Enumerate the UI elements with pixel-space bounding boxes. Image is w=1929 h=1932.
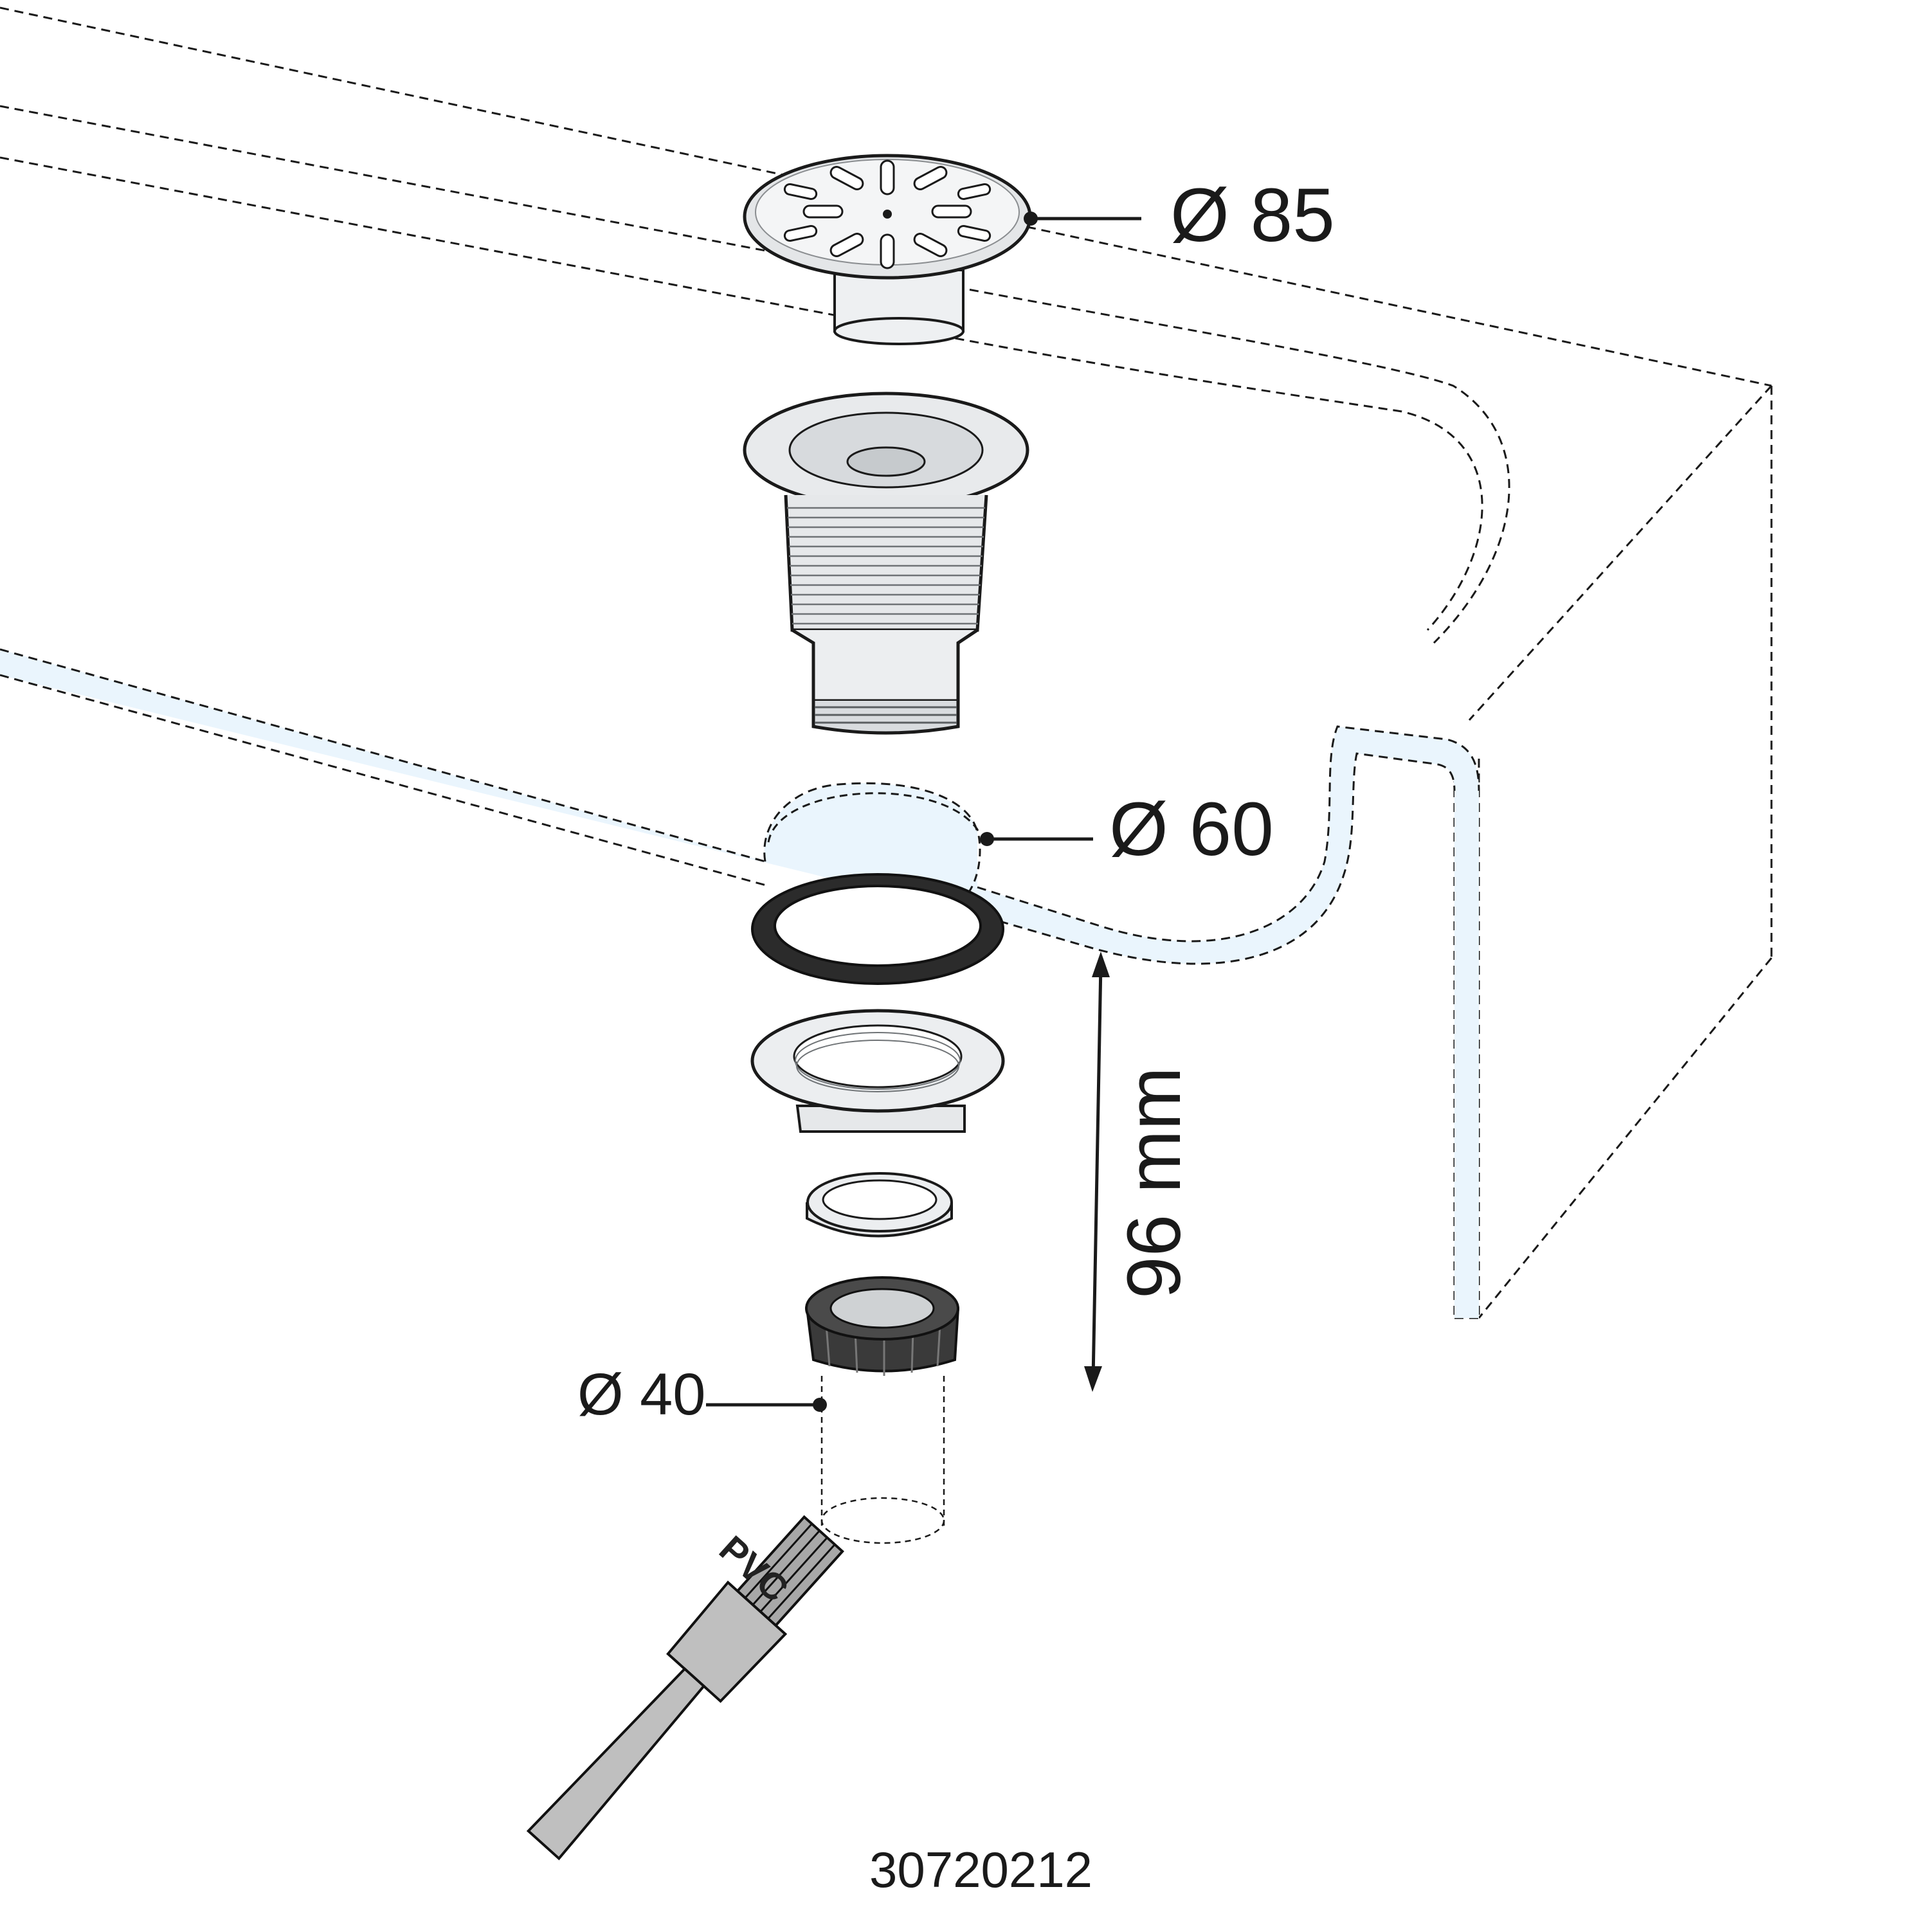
rubber-gasket xyxy=(751,873,1004,985)
leader-lines xyxy=(706,217,1141,1407)
pvc-glue-brush: PVC xyxy=(526,1515,844,1861)
height-dimension xyxy=(1084,952,1110,1392)
tray-hole-outline xyxy=(767,792,981,894)
height-label: 96 mm xyxy=(1112,1067,1197,1299)
flange-nut xyxy=(750,1009,1005,1133)
grate-diameter-label: Ø 85 xyxy=(1170,173,1335,258)
outlet-diameter-label: Ø 40 xyxy=(577,1362,705,1427)
drain-grate xyxy=(743,154,1032,345)
leader-dots xyxy=(813,212,1038,1412)
reference-number: 30720212 xyxy=(869,1841,1092,1898)
outlet-pipe xyxy=(820,1376,945,1544)
seal-ring xyxy=(806,1172,953,1238)
drain-body xyxy=(743,392,1029,735)
tray-floor-profile xyxy=(0,648,1480,1318)
union-nut xyxy=(805,1276,959,1376)
hole-diameter-label: Ø 60 xyxy=(1109,787,1274,872)
